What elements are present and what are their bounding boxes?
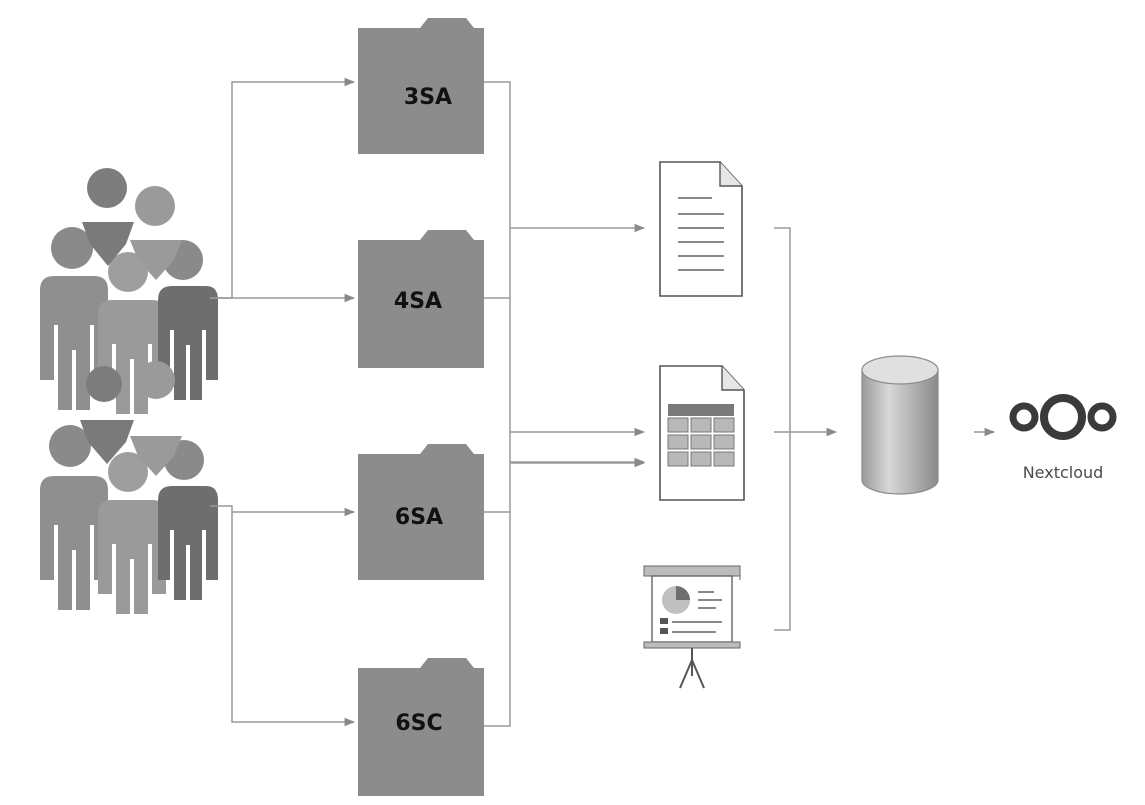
folder-label: 4SA bbox=[394, 289, 442, 314]
nextcloud-logo-text: Nextcloud bbox=[1023, 463, 1104, 482]
folder-4sa: 4SA bbox=[358, 230, 484, 368]
folders-to-documents-connectors bbox=[484, 81, 644, 727]
connector-to-6sa bbox=[210, 505, 356, 517]
folder-6sc: 6SC bbox=[358, 658, 484, 796]
database-cylinder-icon bbox=[861, 355, 939, 495]
presentation-board-icon bbox=[643, 565, 741, 689]
connector-to-3sa bbox=[210, 77, 356, 299]
folder-icon bbox=[358, 658, 484, 796]
folder-icon bbox=[358, 444, 484, 580]
folder-label: 3SA bbox=[404, 85, 452, 110]
people-group-icon bbox=[40, 168, 218, 614]
nextcloud-logo-icon bbox=[1009, 394, 1117, 440]
spreadsheet-document-icon bbox=[659, 365, 745, 501]
text-document-icon bbox=[659, 161, 743, 297]
folder-label: 6SA bbox=[395, 505, 443, 530]
folder-icon bbox=[358, 18, 484, 154]
connector-to-6sc bbox=[231, 512, 356, 727]
connector-to-presentation bbox=[510, 462, 644, 463]
documents-to-storage-connector bbox=[774, 227, 838, 631]
folder-label: 6SC bbox=[395, 711, 442, 736]
folder-6sa: 6SA bbox=[358, 444, 484, 580]
folder-3sa: 3SA bbox=[358, 18, 484, 154]
people-to-folders-connectors bbox=[210, 77, 356, 727]
folder-icon bbox=[358, 230, 484, 368]
